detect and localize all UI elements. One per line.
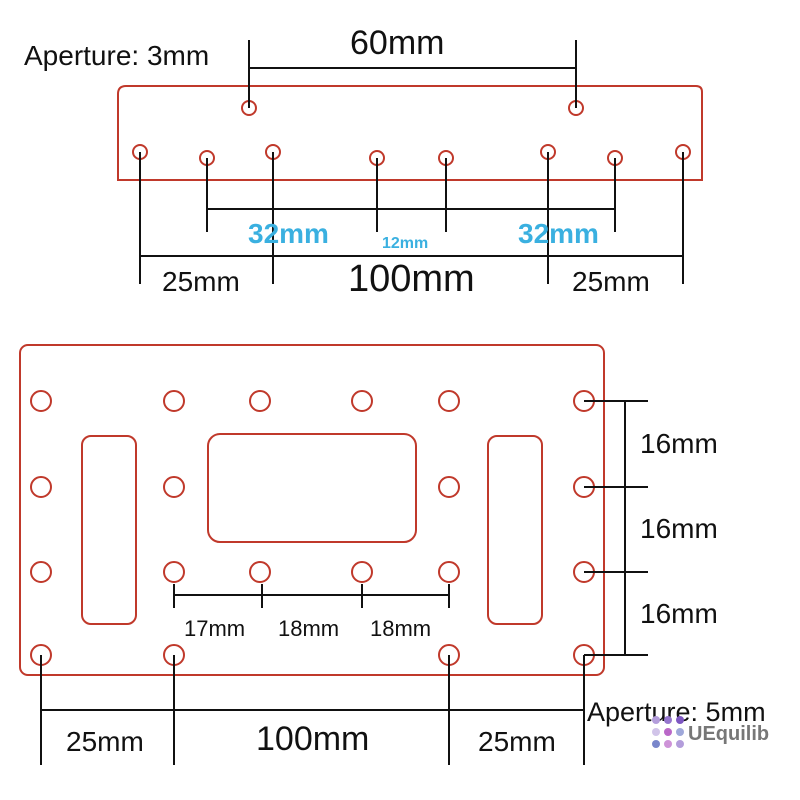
top-span-12-label: 12mm [382,235,429,252]
hole-r1-1 [30,390,52,412]
hole-r3-2 [163,561,185,583]
bottom-dim-center-label: 100mm [256,720,370,758]
slot-left [81,435,137,625]
top-plate-outline [117,85,703,181]
hole-r2-3 [438,476,460,498]
top-aperture-label: Aperture: 3mm [24,40,210,71]
bottom-dimension-lines [40,400,648,765]
brand-text: UEquilib [688,723,770,745]
hole-r1-3 [249,390,271,412]
top-span-32-right-label: 32mm [518,218,599,249]
inner-dim-3-label: 18mm [370,616,432,641]
slot-right [487,435,543,625]
v-dim-2-label: 16mm [640,513,718,544]
top-span-60-label: 60mm [350,24,445,62]
bottom-dim-right-label: 25mm [478,726,556,757]
top-dim-left-label: 25mm [162,266,240,297]
hole-r1-4 [351,390,373,412]
hole-r3-4 [351,561,373,583]
v-dim-1-label: 16mm [640,428,718,459]
hole-r1-2 [163,390,185,412]
hole-r3-1 [30,561,52,583]
bottom-dim-left-label: 25mm [66,726,144,757]
hole-r1-5 [438,390,460,412]
brand-dots-icon [652,716,686,750]
brand-logo: UEquilib [652,716,800,750]
bottom-plate [19,344,605,676]
bottom-plate-outline [19,344,605,676]
top-dim-center-label: 100mm [348,258,475,300]
v-dim-3-label: 16mm [640,598,718,629]
hole-r3-3 [249,561,271,583]
inner-dim-2-label: 18mm [278,616,340,641]
top-dimension-lines [139,40,684,284]
hole-r3-5 [438,561,460,583]
top-dim-right-label: 25mm [572,266,650,297]
top-span-32-left-label: 32mm [248,218,329,249]
hole-r2-2 [163,476,185,498]
inner-dim-1-label: 17mm [184,616,246,641]
hole-r2-1 [30,476,52,498]
slot-center [207,433,417,543]
